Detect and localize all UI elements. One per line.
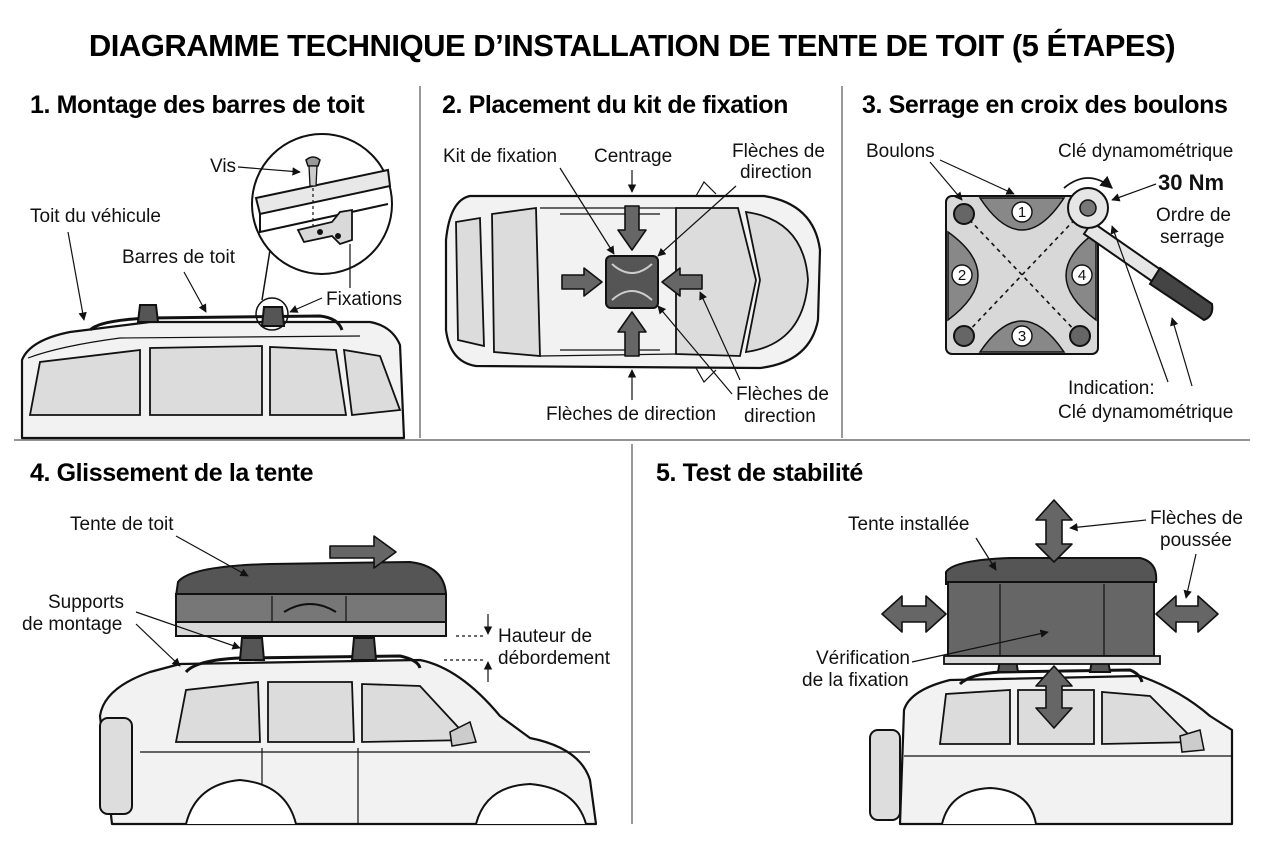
step-4-panel: 4. Glissement de la tente Tente de toit [22, 459, 611, 826]
label-centrage: Centrage [594, 146, 672, 167]
label-boulons: Boulons [866, 141, 935, 162]
label-supports-montage-2: de montage [22, 614, 122, 635]
label-fleches-direction-top: Flèches de [732, 141, 825, 162]
step-1-panel: 1. Montage des barres de toit Vis Toit d… [20, 91, 406, 440]
label-ordre-serrage: Ordre de [1156, 205, 1231, 226]
label-hauteur-debordement: Hauteur de [498, 626, 592, 647]
bolt-order-4: 4 [1071, 264, 1093, 286]
label-verification-fixation-2: de la fixation [802, 670, 909, 691]
roof-tent [174, 560, 448, 598]
label-fleches-direction-right-2: direction [744, 406, 816, 427]
label-fleches-direction-right: Flèches de [736, 384, 829, 405]
label-fleches-direction-bottom: Flèches de direction [546, 404, 716, 425]
label-fleches-poussee: Flèches de [1150, 508, 1243, 529]
svg-text:3: 3 [1018, 328, 1026, 345]
mount-plate [605, 255, 659, 309]
label-indication: Indication: [1068, 378, 1155, 399]
label-verification-fixation: Vérification [816, 648, 910, 669]
step-3-heading: 3. Serrage en croix des boulons [862, 91, 1228, 119]
label-fleches-poussee-2: poussée [1160, 530, 1232, 551]
label-fixations: Fixations [326, 289, 402, 310]
svg-text:1: 1 [1018, 204, 1026, 221]
step-4-heading: 4. Glissement de la tente [30, 459, 314, 487]
label-ordre-serrage-2: serrage [1160, 227, 1224, 248]
step-2-panel: 2. Placement du kit de fixation Kit de f… [442, 91, 829, 427]
label-tente-installee: Tente installée [848, 514, 969, 535]
label-hauteur-debordement-2: débordement [498, 648, 611, 669]
label-kit-fixation: Kit de fixation [443, 146, 557, 167]
label-vis: Vis [210, 156, 236, 177]
step-2-heading: 2. Placement du kit de fixation [442, 91, 788, 119]
label-indication-2: Clé dynamométrique [1058, 402, 1233, 423]
label-torque-value: 30 Nm [1158, 170, 1224, 195]
panel-dividers [14, 86, 1250, 824]
installed-tent [947, 581, 1155, 657]
bolt-order-2: 2 [951, 264, 973, 286]
zoom-detail [251, 133, 393, 275]
label-fleches-direction-top-2: direction [740, 162, 812, 183]
page-title: DIAGRAMME TECHNIQUE D’INSTALLATION DE TE… [89, 28, 1175, 63]
step-1-heading: 1. Montage des barres de toit [30, 91, 365, 119]
bolt-order-3: 3 [1011, 325, 1033, 347]
step-5-panel: 5. Test de stabilité Tente installée Flè… [656, 459, 1243, 826]
label-tente-toit: Tente de toit [70, 514, 174, 535]
label-supports-montage: Supports [48, 592, 124, 613]
label-toit-vehicule: Toit du véhicule [30, 206, 161, 227]
bolt-order-1: 1 [1011, 201, 1033, 223]
step-3-panel: 3. Serrage en croix des boulons 1 2 3 4 [862, 91, 1233, 423]
step-5-heading: 5. Test de stabilité [656, 459, 863, 487]
torque-wrench [1063, 175, 1214, 322]
svg-text:4: 4 [1078, 267, 1086, 284]
svg-text:2: 2 [958, 267, 966, 284]
label-barres-toit: Barres de toit [122, 247, 236, 268]
label-cle-dynamometrique: Clé dynamométrique [1058, 141, 1233, 162]
